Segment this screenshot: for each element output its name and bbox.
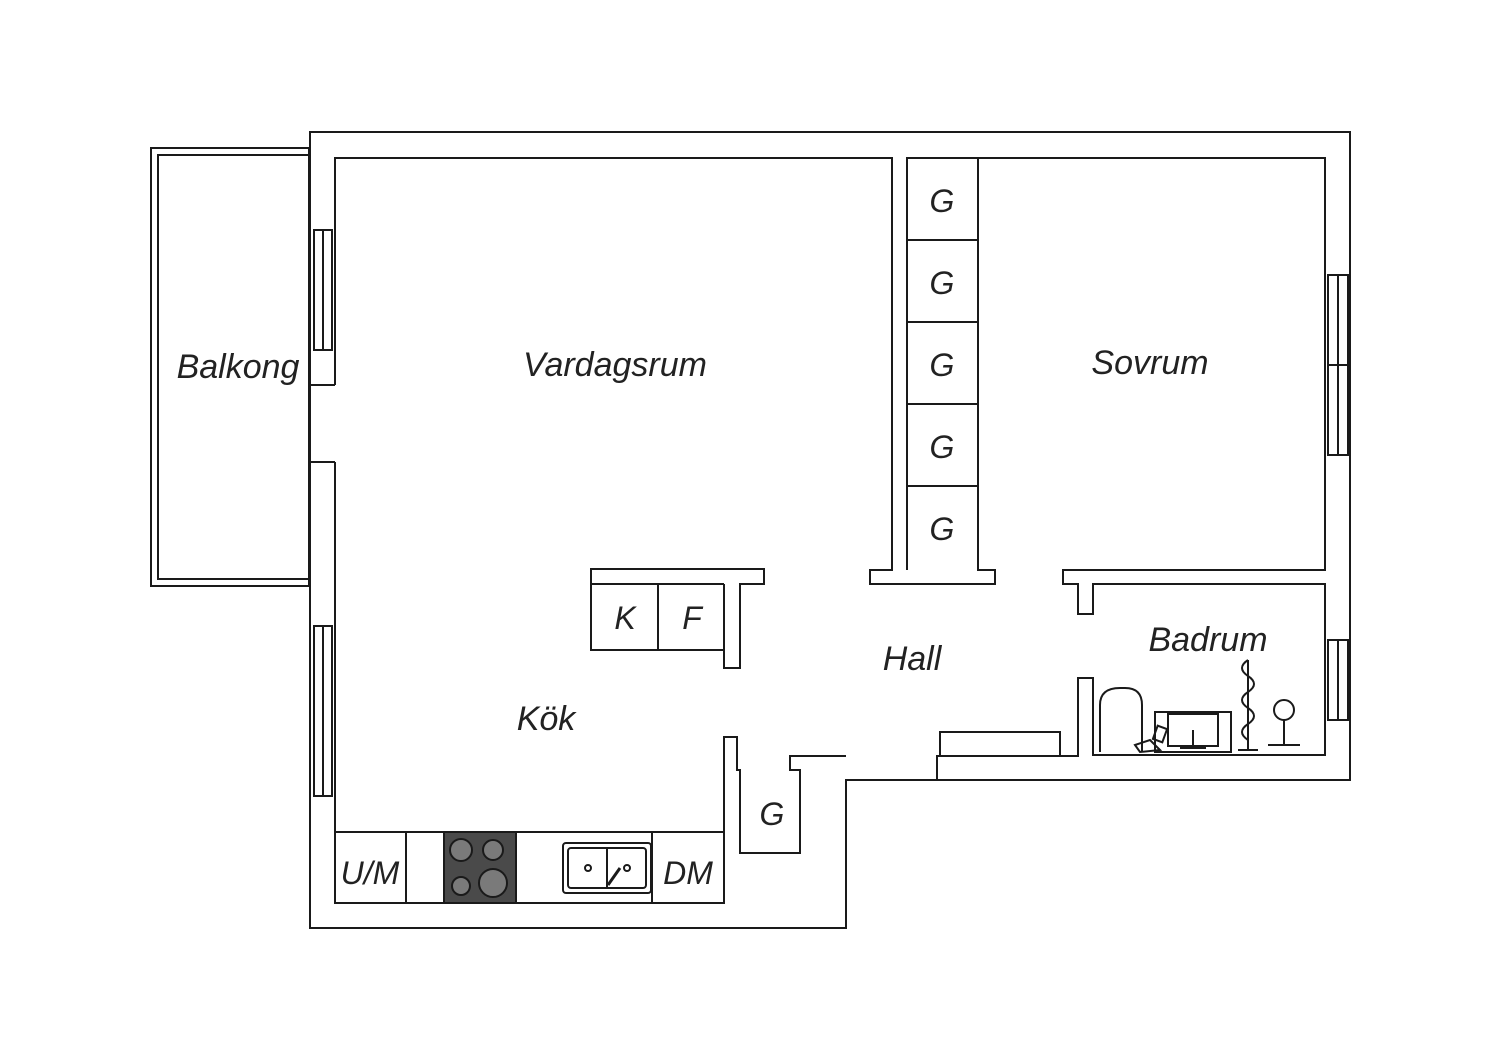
sink-icon — [562, 842, 652, 894]
closet-label: G — [930, 429, 955, 465]
window-bathroom — [1327, 639, 1349, 721]
fridge-label: K — [614, 600, 637, 636]
closet-label: G — [930, 347, 955, 383]
living-kitchen-inner-wall — [334, 157, 996, 585]
room-label-vardagsrum: Vardagsrum — [523, 346, 707, 384]
kitchen-peninsula — [590, 568, 765, 669]
room-label-kok: Kök — [517, 700, 578, 738]
stove-icon — [443, 831, 517, 904]
freezer-label: F — [682, 600, 704, 636]
closet-label: G — [930, 511, 955, 547]
window-living — [313, 229, 333, 351]
toilet-icon — [1099, 687, 1169, 754]
window-bedroom — [1327, 274, 1349, 456]
room-label-sovrum: Sovrum — [1091, 344, 1208, 382]
bathroom-sink-icon — [1154, 711, 1232, 753]
room-label-balkong: Balkong — [177, 348, 300, 386]
room-label-hall: Hall — [883, 640, 943, 678]
closet-label: G — [930, 265, 955, 301]
towel-rail-icon — [1238, 659, 1258, 751]
hall-closet-label: G — [760, 796, 785, 832]
window-kitchen — [313, 625, 333, 797]
shower-icon — [1268, 699, 1300, 746]
oven-microwave-label: U/M — [341, 855, 400, 891]
dishwasher-label: DM — [663, 855, 713, 891]
hall-bench — [939, 731, 1061, 757]
closet-column — [907, 239, 978, 487]
bedroom-walls — [936, 157, 1326, 780]
closet-label: G — [930, 183, 955, 219]
exterior-wall-outer — [309, 131, 1351, 929]
room-label-badrum: Badrum — [1148, 621, 1267, 659]
